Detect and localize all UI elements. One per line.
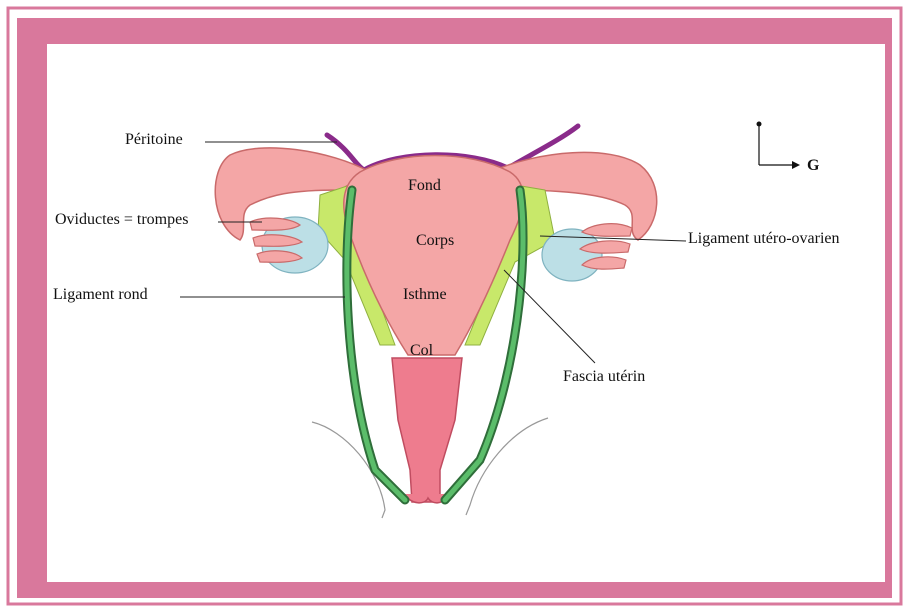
label-col: Col [410, 342, 433, 360]
label-fond: Fond [408, 177, 441, 195]
label-corps: Corps [416, 232, 454, 250]
label-oviductes: Oviductes = trompes [55, 211, 188, 229]
label-orientation-g: G [807, 157, 819, 175]
label-peritoine: Péritoine [125, 131, 183, 149]
right-fimbriae [580, 224, 632, 269]
label-ligament-rond: Ligament rond [53, 286, 148, 304]
label-fascia-uterin: Fascia utérin [563, 368, 645, 386]
label-isthme: Isthme [403, 286, 447, 304]
label-ligament-utero-ovarien: Ligament utéro-ovarien [688, 230, 840, 248]
left-fimbriae [250, 218, 302, 262]
